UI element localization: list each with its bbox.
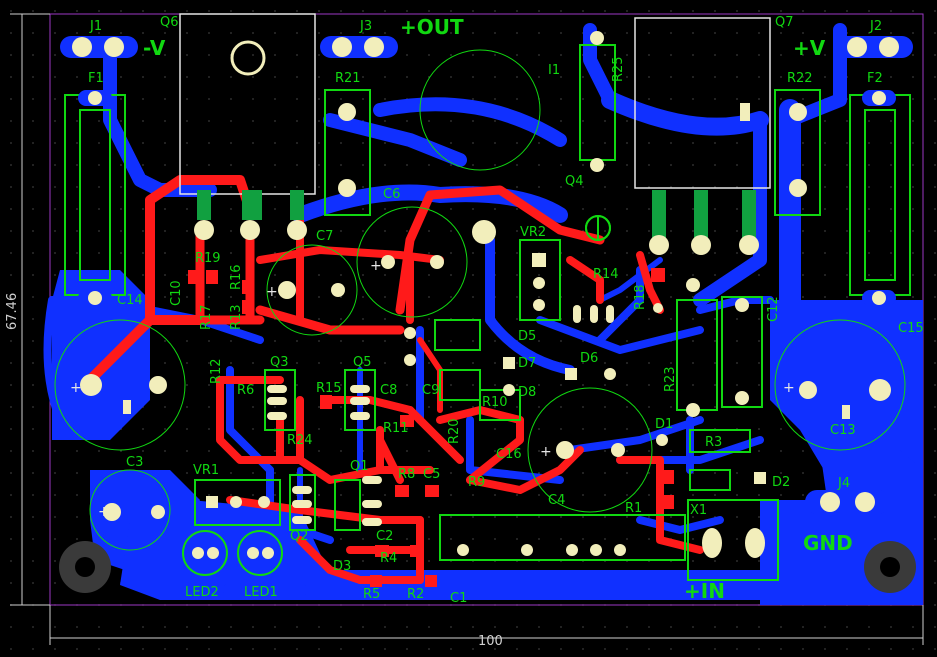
ref-c2: C2: [376, 529, 393, 544]
ref-r5: R5: [363, 587, 380, 602]
ref-led1: LED1: [244, 585, 278, 600]
ref-c14: C14: [117, 293, 143, 308]
ref-q5: Q5: [353, 355, 372, 370]
connector-j4[interactable]: [805, 490, 890, 514]
ref-r19: R19: [195, 251, 221, 266]
ref-c8: C8: [380, 383, 397, 398]
ref-r2: R2: [407, 587, 424, 602]
ref-r21: R21: [335, 71, 361, 86]
ref-c13: C13: [830, 423, 856, 438]
ref-c1: C1: [450, 591, 467, 606]
ref-c10: C10: [169, 280, 184, 306]
ref-q6: Q6: [160, 15, 179, 30]
ref-c12: C12: [766, 296, 781, 322]
ref-q3: Q3: [270, 355, 289, 370]
ref-f1: F1: [88, 71, 104, 86]
connector-j2[interactable]: [835, 36, 913, 58]
ref-j3: J3: [359, 19, 372, 34]
dimension-width-label: 100: [478, 634, 503, 649]
ref-r12: R12: [209, 358, 224, 384]
ref-d3: D3: [333, 559, 351, 574]
ref-f2: F2: [867, 71, 883, 86]
ref-r6: R6: [237, 383, 254, 398]
svg-text:+: +: [266, 284, 278, 300]
ref-c4: C4: [548, 493, 565, 508]
svg-text:+: +: [783, 380, 795, 396]
ref-r18: R18: [633, 284, 648, 310]
ref-j1: J1: [89, 19, 102, 34]
mounting-hole-icon: [864, 541, 916, 593]
ref-j2: J2: [869, 19, 882, 34]
ref-c7: C7: [316, 229, 333, 244]
dimension-height-label: 67.46: [5, 293, 20, 330]
ref-q2: Q2: [290, 529, 309, 544]
ref-r23: R23: [663, 366, 678, 392]
ref-r4: R4: [380, 551, 397, 566]
ref-r15: R15: [316, 381, 342, 396]
ref-r3: R3: [705, 435, 722, 450]
ref-r20: R20: [447, 418, 462, 444]
label-gnd: GND: [803, 531, 853, 555]
svg-text:+: +: [540, 444, 552, 460]
ref-i1: I1: [548, 63, 560, 78]
mounting-hole-icon: [59, 541, 111, 593]
ref-x1: X1: [690, 503, 707, 518]
connector-j1[interactable]: [60, 36, 138, 58]
label-out: +OUT: [400, 15, 464, 39]
ref-vr2: VR2: [520, 225, 546, 240]
ref-c3: C3: [126, 455, 143, 470]
dimension-lines: [10, 13, 924, 645]
ref-r22: R22: [787, 71, 813, 86]
ref-r1: R1: [625, 501, 642, 516]
ref-d5: D5: [518, 329, 536, 344]
ref-r14: R14: [593, 267, 619, 282]
ref-d2: D2: [772, 475, 790, 490]
ref-d6: D6: [580, 351, 598, 366]
ref-r25: R25: [611, 56, 626, 82]
ref-q7: Q7: [775, 15, 794, 30]
ref-r9: R9: [468, 475, 485, 490]
pads: [60, 31, 913, 559]
svg-text:+: +: [370, 258, 382, 274]
ref-d7: D7: [518, 356, 536, 371]
ref-r16: R16: [229, 264, 244, 290]
ref-r13: R13: [229, 304, 244, 330]
ref-r24: R24: [287, 433, 313, 448]
ref-r11: R11: [383, 421, 409, 436]
ref-r17: R17: [199, 304, 214, 330]
label-pos-v: +V: [793, 36, 826, 60]
svg-text:+: +: [70, 380, 82, 396]
ref-c6: C6: [383, 187, 400, 202]
trimmer-pot-icon: [585, 215, 611, 241]
ref-d8: D8: [518, 385, 536, 400]
label-in: +IN: [684, 579, 725, 603]
label-neg-v: -V: [143, 36, 166, 60]
ref-r8: R8: [398, 467, 415, 482]
ref-c16: C16: [496, 447, 522, 462]
smd-pads: [188, 270, 674, 587]
ref-d1: D1: [655, 417, 673, 432]
ref-q1: Q1: [350, 459, 369, 474]
ref-j4: J4: [837, 476, 850, 491]
ref-c15: C15: [898, 321, 924, 336]
ref-r10: R10: [482, 395, 508, 410]
ref-led2: LED2: [185, 585, 219, 600]
ref-vr1: VR1: [193, 463, 219, 478]
ref-c9: C9: [422, 383, 439, 398]
ref-c5: C5: [423, 467, 440, 482]
connector-j3[interactable]: [320, 36, 398, 58]
ref-q4: Q4: [565, 174, 584, 189]
